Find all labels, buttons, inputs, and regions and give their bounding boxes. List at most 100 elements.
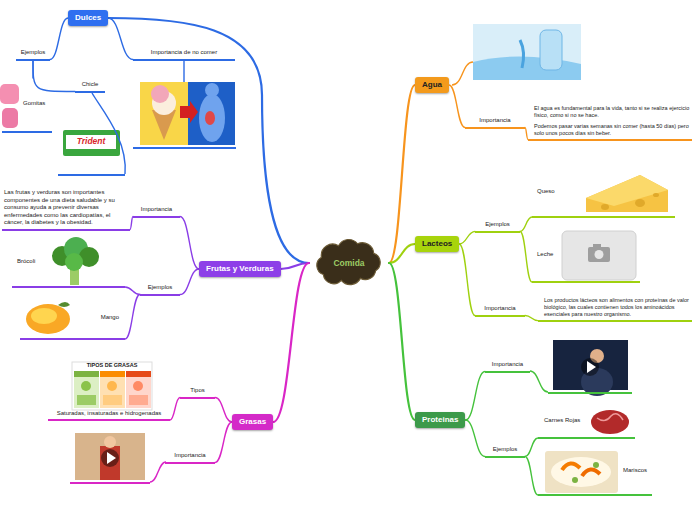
subtopic: Brócoli <box>12 238 125 288</box>
branch-connector <box>466 372 486 421</box>
topic-text: Gomitas <box>23 100 45 108</box>
subtopic: Importancia <box>485 360 530 373</box>
subtopic: Saturadas, insaturadas e hidrogenadas <box>48 360 170 421</box>
main-topic: Grasas <box>232 414 273 430</box>
gummy-photo <box>0 84 19 128</box>
subtopic: Ejemplos <box>485 445 525 458</box>
topic-text: Brócoli <box>17 258 35 266</box>
central-title: Comida <box>309 238 389 288</box>
main-topic: Proteinas <box>415 412 465 428</box>
subtopic: Importancia de no comer <box>133 48 235 61</box>
topic-text: Carnes Rojas <box>544 417 580 425</box>
topic-text: Lacteos <box>422 239 452 249</box>
picture-label: TIPOS DE GRASAS <box>72 362 152 369</box>
fats-chart <box>72 362 152 410</box>
topic-text: Chicle <box>77 81 103 89</box>
central-topic: Comida <box>309 238 389 288</box>
branch-connector <box>50 18 68 60</box>
branch-connector <box>125 295 140 340</box>
branch-connector <box>525 438 538 457</box>
topic-text: Leche <box>537 251 553 259</box>
subtopic: Queso <box>532 168 675 218</box>
topic-text: Agua <box>422 80 442 90</box>
topic-text: Ejemplos <box>18 49 48 57</box>
topic-text: Mango <box>101 314 119 322</box>
branch-connector <box>525 457 538 496</box>
seafood-photo <box>545 451 618 493</box>
meat-photo <box>591 410 629 434</box>
topic-text: Ejemplos <box>487 446 523 454</box>
branch-connector <box>466 420 486 457</box>
branch-connector <box>520 232 532 283</box>
subtopic: Importancia <box>165 451 215 464</box>
topic-text: Ejemplos <box>477 221 518 229</box>
subtopic: Importancia <box>133 205 180 218</box>
topic-text: Importancia <box>487 361 528 369</box>
topic-text: El agua es fundamental para la vida, tan… <box>534 105 690 119</box>
video-thumbnail <box>530 340 632 396</box>
topic-text: Importancia <box>477 305 523 313</box>
picture-label: Trident <box>67 136 115 146</box>
branch-connector <box>215 398 232 423</box>
icecream-body-photo <box>133 61 236 148</box>
topic-text: Importancia <box>467 117 523 125</box>
water-photo <box>473 24 581 80</box>
topic-text: Proteinas <box>422 415 458 425</box>
topic-text: Frutas y Verduras <box>206 264 274 274</box>
main-topic: Dulces <box>68 10 108 26</box>
subtopic: Ejemplos <box>140 283 180 296</box>
topic-text: Ejemplos <box>142 284 178 292</box>
subtopic: Ejemplos <box>16 48 50 61</box>
note-topic: Las frutas y verduras son importantes co… <box>2 188 130 231</box>
branch-connector <box>389 244 415 263</box>
subtopic: Importancia <box>475 304 525 317</box>
main-topic: Lacteos <box>415 236 459 252</box>
note-topic: Los productos lácteos son alimentos con … <box>538 296 692 322</box>
mango-photo <box>26 302 70 334</box>
main-topic: Agua <box>415 77 449 93</box>
video-thumbnail <box>70 433 166 483</box>
branch-connector <box>520 217 532 232</box>
branch-connector <box>389 263 415 420</box>
subtopic: Gomitas <box>2 78 52 133</box>
subtopic: Leche <box>532 229 640 283</box>
branch-connector <box>449 85 465 128</box>
topic-text: Queso <box>537 188 555 196</box>
subtopic: Tipos <box>180 386 215 399</box>
branch-connector <box>108 18 133 60</box>
topic-text: Las frutas y verduras son importantes co… <box>4 189 128 227</box>
subtopic: Mariscos <box>538 448 652 496</box>
branch-connector <box>215 422 232 463</box>
branch-connector <box>170 398 180 421</box>
subtopic: Carnes Rojas <box>538 405 635 439</box>
branch-connector <box>273 263 309 422</box>
cheese-photo <box>586 175 668 212</box>
topic-text: Dulces <box>75 13 101 23</box>
branch-connector <box>33 61 75 92</box>
branch-connector <box>180 269 199 295</box>
topic-text: Tipos <box>182 387 213 395</box>
branch-connector <box>180 217 199 270</box>
gum-pack-photo <box>58 93 125 175</box>
topic-text: Grasas <box>239 417 266 427</box>
branch-connector <box>125 287 140 295</box>
subtopic: Ejemplos <box>475 220 520 233</box>
agua-link <box>452 62 473 85</box>
topic-text: Saturadas, insaturadas e hidrogenadas <box>57 410 162 418</box>
topic-text: Importancia de no comer <box>135 49 233 57</box>
subtopic: Importancia <box>465 116 525 129</box>
branch-connector <box>459 232 475 245</box>
topic-text: Podemos pasar varias semanas sin comer (… <box>534 123 690 137</box>
main-topic: Frutas y Verduras <box>199 261 281 277</box>
subtopic: Mango <box>20 298 125 340</box>
branch-connector <box>525 316 538 321</box>
branch-connector <box>459 244 475 316</box>
broccoli-photo <box>52 237 99 285</box>
image-placeholder <box>562 231 636 280</box>
branch-connector <box>130 217 133 230</box>
branch-connector <box>389 85 415 263</box>
topic-text: Mariscos <box>623 467 647 475</box>
subtopic: Chicle <box>75 80 105 93</box>
topic-text: Los productos lácteos son alimentos con … <box>544 297 690 318</box>
